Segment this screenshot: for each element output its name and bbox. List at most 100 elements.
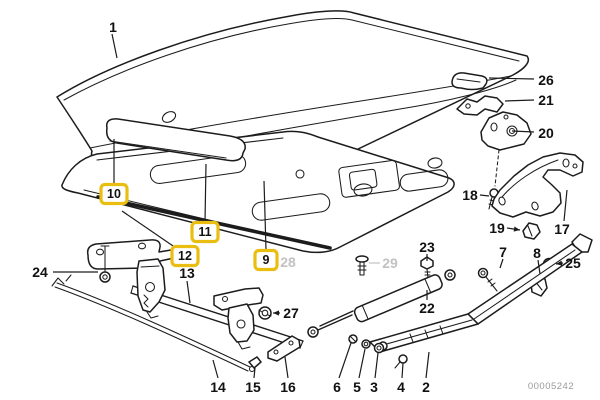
panel-oval-hole-2 xyxy=(427,157,443,169)
hood-lock-center xyxy=(213,287,264,350)
part-number-20: 20 xyxy=(538,125,554,141)
bolt-24 xyxy=(99,245,111,283)
panel-round-hole xyxy=(295,169,305,179)
nut-3 xyxy=(373,342,385,354)
part-label-9[interactable]: 9 xyxy=(253,180,279,272)
panel-oval-hole-1 xyxy=(353,183,373,197)
part-number-27: 27 xyxy=(283,305,299,321)
part-number-9: 9 xyxy=(263,253,270,267)
bolt-6 xyxy=(348,334,358,344)
part-number-14: 14 xyxy=(210,379,226,395)
bolt-7 xyxy=(477,267,498,292)
part-label-15[interactable]: 15 xyxy=(245,367,261,395)
gas-strut-group xyxy=(307,256,456,338)
part-number-11: 11 xyxy=(198,225,211,239)
hinge-arm-group xyxy=(348,233,593,369)
part-label-16[interactable]: 16 xyxy=(280,356,296,395)
bolt-4 xyxy=(394,354,408,369)
strut-eyelet-lower xyxy=(307,326,319,338)
part-label-11[interactable]: 11 xyxy=(190,163,220,244)
part-number-21: 21 xyxy=(538,92,554,108)
part-label-17[interactable]: 17 xyxy=(554,189,570,237)
part-label-8[interactable]: 8 xyxy=(533,245,541,275)
clip-19 xyxy=(522,222,541,240)
part-number-25: 25 xyxy=(565,255,581,271)
part-number-12: 12 xyxy=(178,249,192,263)
part-label-25[interactable]: 25 xyxy=(555,255,581,271)
part-number-4: 4 xyxy=(397,379,405,395)
part-label-13[interactable]: 13 xyxy=(179,265,195,304)
part-number-3: 3 xyxy=(370,379,378,395)
part-label-3[interactable]: 3 xyxy=(370,352,379,395)
part-label-19[interactable]: 19 xyxy=(489,220,521,236)
lock-body xyxy=(136,258,166,313)
hood-crease-line xyxy=(63,18,520,101)
part-number-26: 26 xyxy=(538,72,554,88)
part-label-29[interactable]: 29 xyxy=(369,255,398,271)
inner-panel-outline xyxy=(61,130,455,254)
part-label-23[interactable]: 23 xyxy=(419,239,435,261)
part-label-18[interactable]: 18 xyxy=(462,187,490,203)
part-number-5: 5 xyxy=(353,379,361,395)
panel-slot-cutout-right xyxy=(399,169,449,192)
part-number-16: 16 xyxy=(280,379,296,395)
panel-slot-cutout-center xyxy=(251,193,331,221)
part-label-20[interactable]: 20 xyxy=(511,125,554,141)
hood-lock-left xyxy=(86,239,175,319)
part-number-17: 17 xyxy=(554,221,570,237)
part-label-10[interactable]: 10 xyxy=(99,139,129,206)
part-number-7: 7 xyxy=(499,244,507,260)
seal-piece-26 xyxy=(451,72,488,91)
part-label-28[interactable]: 28 xyxy=(280,254,296,270)
bracket-16 xyxy=(267,335,301,362)
lock-body-2 xyxy=(227,303,255,343)
part-number-1: 1 xyxy=(109,19,117,35)
rivet-29 xyxy=(355,255,369,276)
gas-strut-22 xyxy=(307,269,456,338)
part-label-22[interactable]: 22 xyxy=(419,290,435,316)
part-number-6: 6 xyxy=(333,379,341,395)
part-label-1[interactable]: 1 xyxy=(109,19,118,59)
part-label-7[interactable]: 7 xyxy=(499,244,507,269)
part-label-5[interactable]: 5 xyxy=(353,348,366,395)
part-number-2: 2 xyxy=(422,379,430,395)
washer-nozzle-hole xyxy=(161,111,177,123)
part-label-4[interactable]: 4 xyxy=(397,362,405,395)
hinge-pad-21 xyxy=(456,95,504,116)
watermark-id: 00005242 xyxy=(528,381,574,392)
part-label-21[interactable]: 21 xyxy=(504,92,554,108)
hinge-bracket-17 xyxy=(491,152,584,218)
part-label-12[interactable]: 12 xyxy=(121,210,200,268)
insulation-pad-edge xyxy=(109,140,227,159)
part-number-19: 19 xyxy=(489,220,505,236)
part-label-27[interactable]: 27 xyxy=(273,305,299,321)
part-number-10: 10 xyxy=(107,187,121,201)
part-number-8: 8 xyxy=(533,245,541,261)
lock-and-crossbar-group xyxy=(51,239,304,373)
strut-cylinder xyxy=(353,274,443,323)
hinge-bracket-20 xyxy=(480,111,532,151)
part-number-29: 29 xyxy=(382,255,398,271)
part-number-18: 18 xyxy=(462,187,478,203)
cable-end-hook xyxy=(51,274,72,287)
part-label-6[interactable]: 6 xyxy=(333,342,352,395)
part-number-15: 15 xyxy=(245,379,261,395)
part-label-24[interactable]: 24 xyxy=(32,264,98,280)
part-number-24: 24 xyxy=(32,264,48,280)
strut-eyelet-upper xyxy=(444,269,456,281)
part-label-26[interactable]: 26 xyxy=(488,72,554,88)
washer-5 xyxy=(361,339,371,349)
part-number-23: 23 xyxy=(419,239,435,255)
part-label-14[interactable]: 14 xyxy=(210,359,226,395)
grommet-27 xyxy=(258,306,272,320)
insulation-pad xyxy=(105,118,246,162)
clip-15 xyxy=(248,356,262,369)
part-number-22: 22 xyxy=(419,300,435,316)
part-number-13: 13 xyxy=(179,265,195,281)
release-cable xyxy=(51,274,256,373)
part-label-2[interactable]: 2 xyxy=(422,351,430,395)
panel-hinge-reinforcement xyxy=(338,159,400,198)
